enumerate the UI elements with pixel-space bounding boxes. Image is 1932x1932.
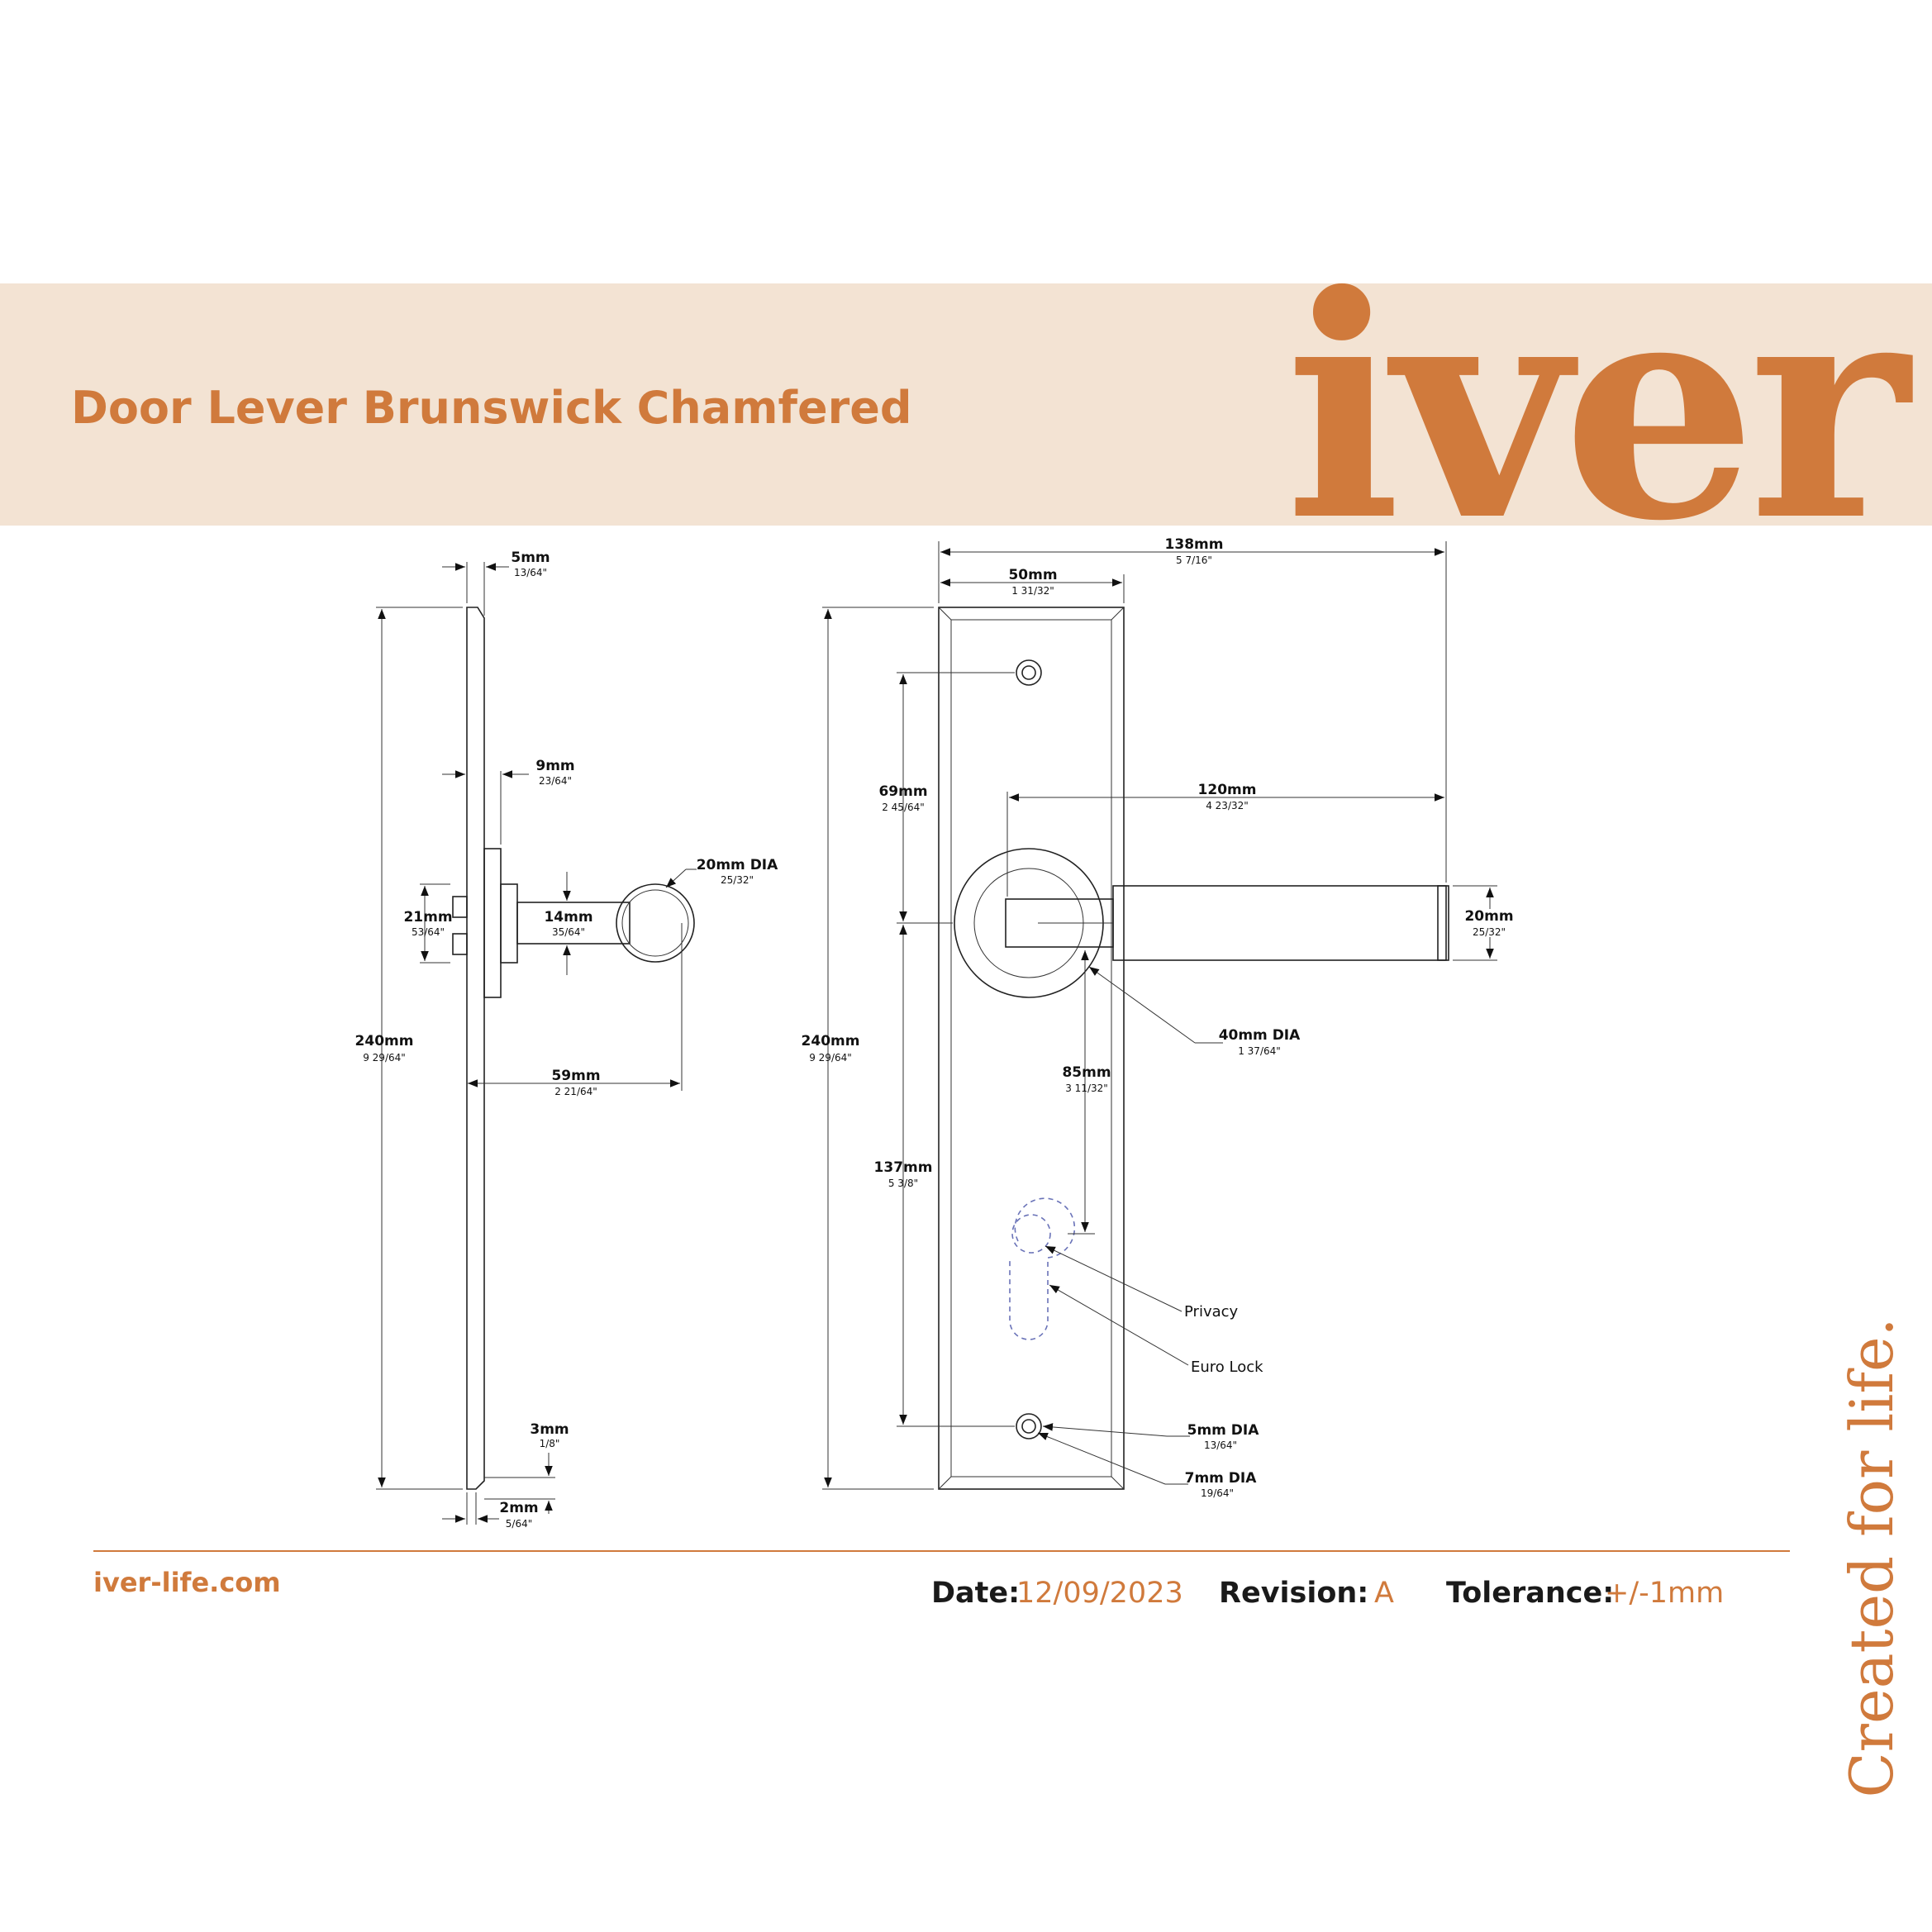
- side-thickness-mm: 5mm: [511, 550, 550, 566]
- side-chamfer-top-in: 1/8": [540, 1438, 560, 1449]
- front-height-mm: 240mm: [802, 1033, 860, 1049]
- page-title: Door Lever Brunswick Chamfered: [71, 382, 912, 434]
- side-height-mm: 240mm: [355, 1033, 414, 1049]
- site-url[interactable]: iver-life.com: [93, 1567, 281, 1598]
- side-chamfer-bottom-in: 5/64": [506, 1518, 532, 1530]
- side-stub-bottom: [452, 933, 468, 955]
- side-neck: [516, 902, 631, 945]
- date-label: Date:: [931, 1577, 1021, 1610]
- front-rose-dia-in: 1 37/64": [1238, 1045, 1281, 1057]
- revision-value: A: [1374, 1577, 1394, 1610]
- front-privacy-label: Privacy: [1184, 1303, 1239, 1321]
- front-lower-centre-in: 5 3/8": [888, 1178, 918, 1189]
- side-projection-mm: 59mm: [551, 1068, 600, 1084]
- front-upper-centre-in: 2 45/64": [882, 802, 925, 813]
- front-screw-bottom-outer: [1016, 1413, 1042, 1439]
- side-rose-height-in: 53/64": [412, 926, 445, 938]
- front-grip-in: 25/32": [1473, 926, 1506, 938]
- side-projection-in: 2 21/64": [554, 1086, 597, 1097]
- front-screw-top-outer: [1016, 659, 1042, 686]
- side-chamfer-bottom-mm: 2mm: [499, 1500, 538, 1516]
- side-view: 240mm 9 29/64" 5mm 13/64" 9mm 23/64" 21m…: [355, 550, 779, 1530]
- front-plate-width-mm: 50mm: [1008, 567, 1057, 583]
- side-chamfer-top-mm: 3mm: [530, 1421, 569, 1438]
- front-backplate: [938, 607, 1125, 1490]
- side-neck-in: 35/64": [552, 926, 585, 938]
- front-upper-centre-mm: 69mm: [878, 783, 927, 800]
- front-lock-centres-mm: 85mm: [1062, 1064, 1111, 1081]
- front-lever-end: [1437, 885, 1449, 961]
- front-lower-centre-mm: 137mm: [874, 1159, 933, 1176]
- side-backplate: [466, 607, 485, 1490]
- front-countersink-in: 19/64": [1201, 1487, 1234, 1499]
- front-screw-in: 13/64": [1204, 1439, 1237, 1451]
- front-plate-width-in: 1 31/32": [1011, 585, 1054, 597]
- tolerance-label: Tolerance:: [1446, 1577, 1615, 1610]
- front-overall-width-mm: 138mm: [1165, 536, 1224, 553]
- side-neck-mm: 14mm: [544, 909, 592, 926]
- footer-rule: [93, 1550, 1790, 1552]
- front-lock-centres-in: 3 11/32": [1065, 1083, 1108, 1094]
- side-thickness-in: 13/64": [514, 567, 547, 578]
- side-lever-dia-mm: 20mm DIA: [697, 857, 778, 873]
- front-rose-dia-mm: 40mm DIA: [1219, 1027, 1301, 1044]
- front-privacy-outline: [1011, 1214, 1051, 1254]
- front-screw-bottom-inner: [1021, 1419, 1036, 1434]
- front-lever-length-in: 4 23/32": [1206, 800, 1249, 811]
- side-stub-top: [452, 896, 468, 918]
- front-height-in: 9 29/64": [809, 1052, 852, 1064]
- side-lever-dia-in: 25/32": [721, 874, 754, 886]
- side-rose-outer: [483, 848, 502, 998]
- date-value: 12/09/2023: [1016, 1577, 1183, 1610]
- front-euro-lock-label: Euro Lock: [1191, 1359, 1263, 1376]
- side-height-in: 9 29/64": [363, 1052, 406, 1064]
- front-screw-top-inner: [1021, 665, 1036, 680]
- side-lever-circle: [616, 883, 695, 963]
- header-band: [0, 283, 1932, 526]
- front-countersink-mm: 7mm DIA: [1185, 1470, 1258, 1487]
- front-lever-grip: [1112, 885, 1447, 961]
- front-view: 138mm 5 7/16" 50mm 1 31/32" 240mm 9 29/6…: [802, 536, 1514, 1499]
- front-overall-width-in: 5 7/16": [1176, 554, 1212, 566]
- front-grip-mm: 20mm: [1464, 908, 1513, 925]
- side-rose-offset-in: 23/64": [539, 775, 572, 787]
- front-lever-length-mm: 120mm: [1198, 782, 1257, 798]
- front-euro-lock-outline: [1009, 1197, 1076, 1340]
- front-screw-mm: 5mm DIA: [1187, 1422, 1260, 1439]
- side-rose-inner: [500, 883, 518, 964]
- revision-label: Revision:: [1219, 1577, 1369, 1610]
- brand-logo: iver: [1285, 230, 1910, 588]
- side-rose-offset-mm: 9mm: [535, 758, 574, 774]
- tolerance-value: +/-1mm: [1605, 1577, 1725, 1610]
- side-lever-circle-inner: [621, 889, 689, 957]
- side-rose-height-mm: 21mm: [403, 909, 452, 926]
- front-backplate-chamfer: [950, 619, 1112, 1478]
